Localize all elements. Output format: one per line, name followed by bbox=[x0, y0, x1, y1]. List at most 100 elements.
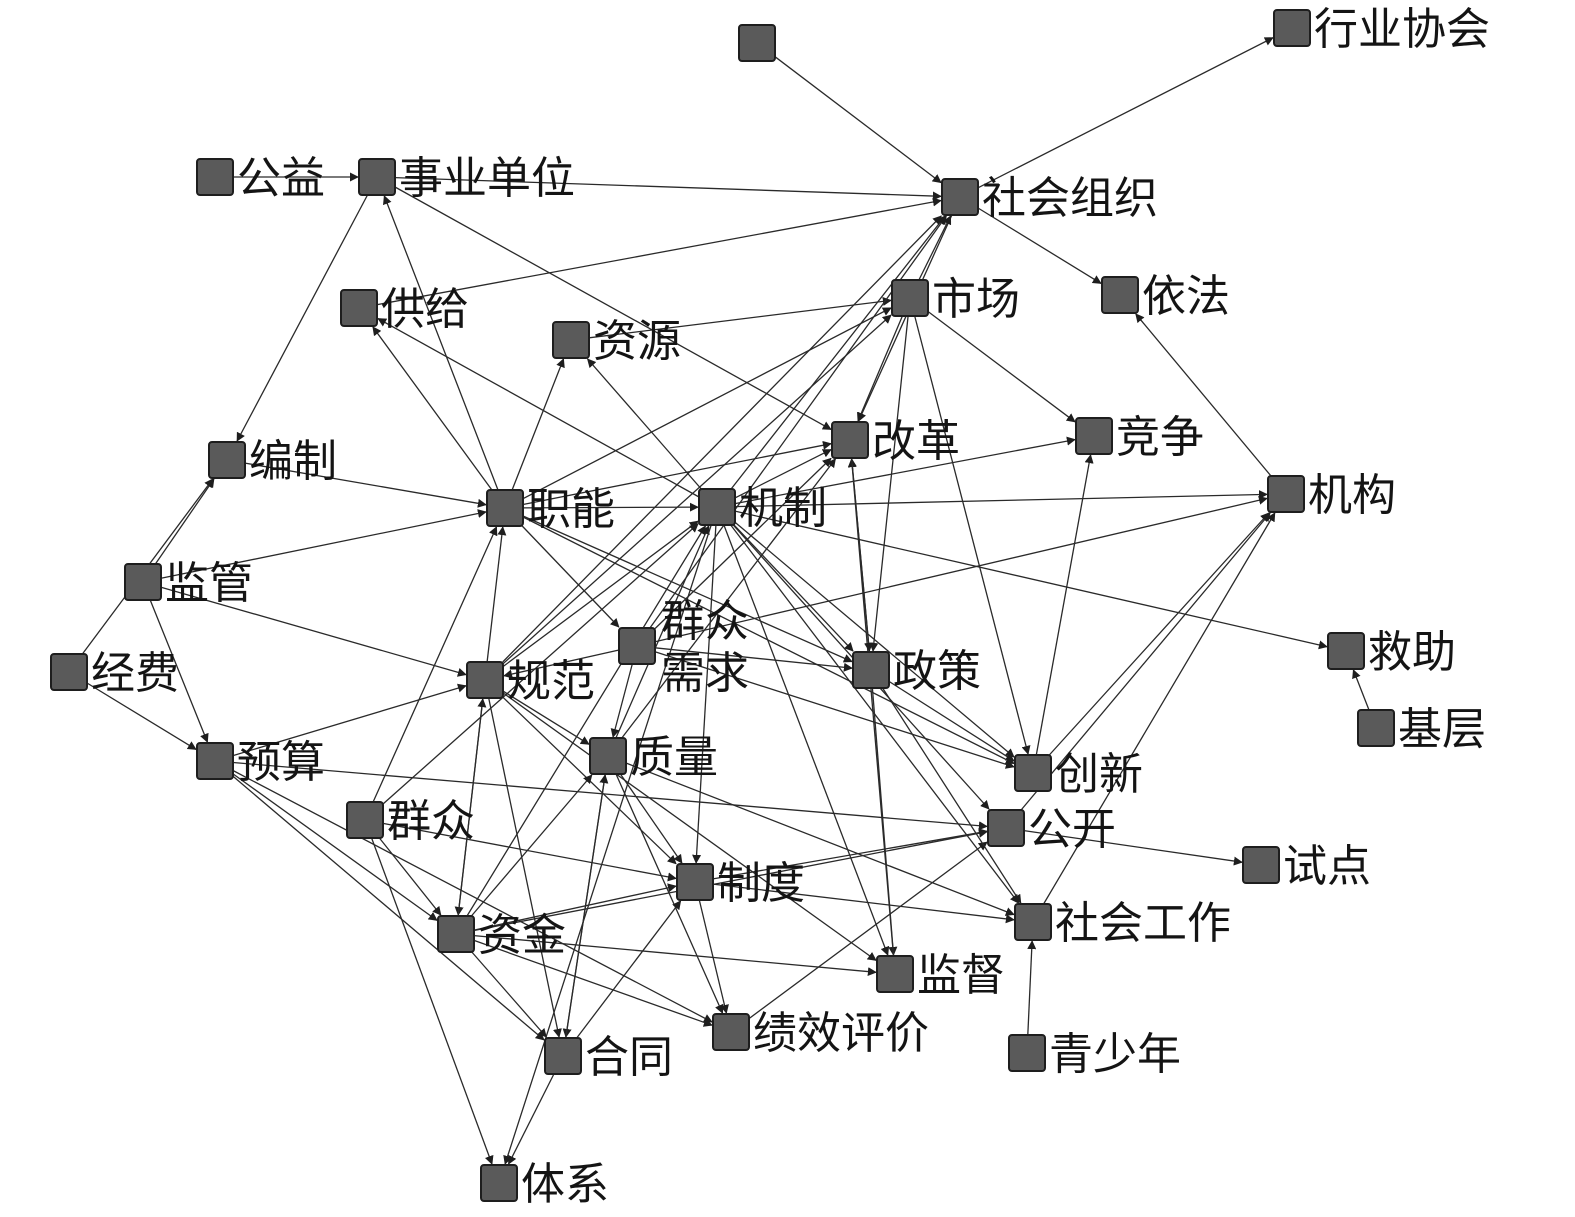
edge-shehuizuzhi-to-hangye bbox=[977, 37, 1274, 189]
node-label: 机制 bbox=[739, 483, 827, 534]
edge-jizhi-to-gaige bbox=[734, 449, 832, 499]
edge-jiceng-to-jiuzhu bbox=[1352, 669, 1370, 711]
node-square bbox=[340, 289, 378, 327]
edge-shiye-to-bianzhi bbox=[236, 194, 369, 442]
edge-shehuigongzuo-to-jigou bbox=[1043, 512, 1276, 905]
edge-zhidu-to-gongkai bbox=[712, 828, 988, 880]
node-square bbox=[987, 809, 1025, 847]
node-hangye: 行业协会 bbox=[1273, 4, 1490, 55]
edge-yusuan-to-gongkai bbox=[232, 761, 988, 831]
node-label: 制度 bbox=[717, 858, 805, 909]
node-label: 机构 bbox=[1308, 470, 1396, 521]
node-label: 社会工作 bbox=[1055, 898, 1231, 949]
edge-zhineng-to-shichang bbox=[522, 307, 892, 500]
node-square bbox=[876, 955, 914, 993]
node-square bbox=[552, 321, 590, 359]
node-jizhi: 机制 bbox=[698, 483, 827, 534]
node-zhiliang: 质量 bbox=[589, 732, 718, 783]
edge-jiandu-to-gaige bbox=[847, 458, 895, 957]
node-square bbox=[589, 737, 627, 775]
edge-zhiliang-to-shehuigongzuo bbox=[625, 762, 1015, 916]
node-square bbox=[831, 421, 869, 459]
node-label: 资金 bbox=[478, 910, 566, 961]
edge-xuqiu-to-zhiliang bbox=[610, 663, 633, 738]
edge-jingfei-to-yusuan bbox=[86, 682, 197, 750]
edge-shichang-to-shehuizuzhi bbox=[918, 215, 952, 281]
node-tixi: 体系 bbox=[480, 1159, 609, 1210]
node-label: 救助 bbox=[1368, 627, 1456, 678]
edge-zijin-to-jizhi bbox=[466, 525, 706, 917]
edge-hetong-to-zhiliang bbox=[565, 774, 609, 1039]
node-jingzheng: 竞争 bbox=[1075, 412, 1204, 463]
node-label: 合同 bbox=[585, 1032, 673, 1083]
node-zijin: 资金 bbox=[437, 910, 566, 961]
edge-jizhi-to-zhidu bbox=[692, 524, 717, 864]
edge-zijin-to-zhiliang bbox=[470, 774, 593, 917]
node-label: 依法 bbox=[1142, 271, 1230, 322]
node-label: 市场 bbox=[932, 274, 1020, 325]
edge-zhineng-to-jizhi bbox=[522, 502, 699, 512]
node-square bbox=[1357, 709, 1395, 747]
node-bianzhi: 编制 bbox=[208, 436, 337, 487]
node-label: 监督 bbox=[917, 950, 1005, 1001]
node-label: 改革 bbox=[872, 416, 960, 467]
node-shichang: 市场 bbox=[891, 274, 1020, 325]
edge-zhineng-to-gaige bbox=[522, 440, 832, 506]
node-square bbox=[1273, 9, 1311, 47]
edge-guifan-to-jiandu bbox=[502, 692, 877, 961]
node-shiye: 事业单位 bbox=[358, 153, 575, 204]
node-square bbox=[1014, 754, 1052, 792]
node-qingshaonian: 青少年 bbox=[1008, 1029, 1181, 1080]
node-chuangxin: 创新 bbox=[1014, 749, 1143, 800]
edge-zhineng-to-shiye bbox=[383, 195, 499, 491]
node-square bbox=[1075, 417, 1113, 455]
node-gaige: 改革 bbox=[831, 416, 960, 467]
edge-qunzhong-to-jizhi bbox=[382, 523, 699, 805]
node-label: 预算 bbox=[237, 737, 325, 788]
edge-jizhi-to-zhengce bbox=[733, 524, 854, 652]
edge-jizhi-to-jiandu bbox=[723, 524, 890, 956]
node-square bbox=[738, 24, 776, 62]
edge-qunzhong-to-zhidu bbox=[382, 822, 677, 882]
node-jixiao: 绩效评价 bbox=[712, 1008, 929, 1059]
node-square bbox=[676, 863, 714, 901]
edge-zhineng-to-xuqiu bbox=[521, 525, 620, 628]
edge-jixiao-to-gongkai bbox=[748, 841, 988, 1020]
edge-jizhi-to-chuangxin bbox=[734, 521, 1015, 758]
node-zhidu: 制度 bbox=[676, 858, 805, 909]
edge-zijin-to-zhidu bbox=[473, 883, 677, 931]
node-label: 社会组织 bbox=[982, 173, 1158, 224]
node-shehuizuzhi: 社会组织 bbox=[941, 173, 1158, 224]
edge-yusuan-to-guifan bbox=[232, 683, 467, 757]
edge-jianguan-to-bianzhi bbox=[154, 478, 215, 565]
edge-jianguan-to-guifan bbox=[160, 586, 467, 677]
edge-jizhi-to-tixi bbox=[503, 524, 712, 1165]
node-square bbox=[486, 489, 524, 527]
node-xuqiu: 群众需求 bbox=[618, 596, 749, 699]
node-square bbox=[437, 915, 475, 953]
node-label: 经费 bbox=[91, 648, 179, 699]
edge-bianzhi-to-zhineng bbox=[244, 462, 487, 508]
edge-hetong-to-tixi bbox=[508, 1073, 555, 1165]
edge-ziyuan-to-shichang bbox=[588, 296, 892, 339]
edge-jizhi-to-gongji bbox=[377, 318, 700, 498]
edge-zhineng-to-zhengce bbox=[522, 515, 853, 663]
node-square bbox=[891, 279, 929, 317]
node-label: 供给 bbox=[381, 284, 469, 335]
node-jiandu: 监督 bbox=[876, 950, 1005, 1001]
node-shehuigongzuo: 社会工作 bbox=[1014, 898, 1231, 949]
edge-zhidu-to-jixiao bbox=[698, 899, 729, 1014]
edge-chuangxin-to-jigou bbox=[1048, 512, 1270, 756]
edge-zijin-to-hetong bbox=[471, 951, 547, 1038]
edge-shichang-to-chuangxin bbox=[914, 315, 1031, 755]
node-label: 群众需求 bbox=[661, 596, 749, 699]
node-yifa: 依法 bbox=[1101, 271, 1230, 322]
edge-zijin-to-guifan bbox=[457, 698, 487, 917]
node-label: 创新 bbox=[1055, 749, 1143, 800]
node-label: 绩效评价 bbox=[753, 1008, 929, 1059]
edge-jianguan-to-yusuan bbox=[149, 599, 209, 743]
edge-zhengce-to-shehuigongzuo bbox=[882, 687, 1022, 904]
node-label: 公开 bbox=[1028, 804, 1116, 855]
edge-guifan-to-jizhi bbox=[502, 520, 699, 668]
